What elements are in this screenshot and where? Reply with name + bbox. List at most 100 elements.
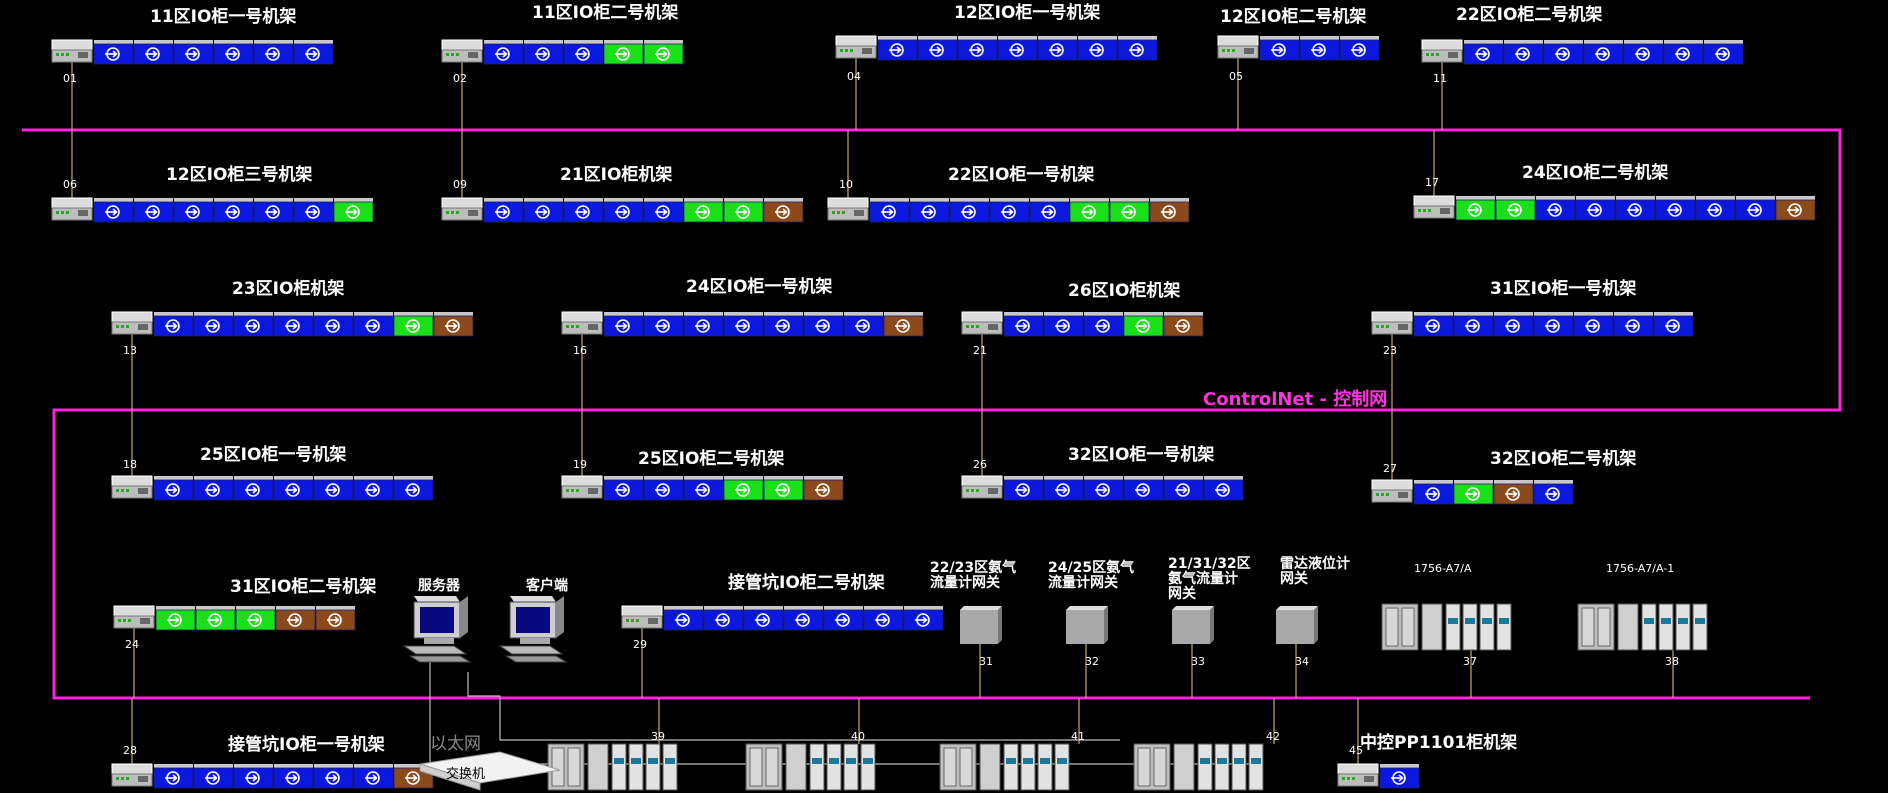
io-module[interactable] bbox=[153, 312, 194, 337]
io-module[interactable] bbox=[1413, 480, 1454, 505]
io-module[interactable] bbox=[803, 476, 844, 501]
io-module[interactable] bbox=[949, 198, 990, 223]
io-module[interactable] bbox=[723, 198, 764, 223]
io-module[interactable] bbox=[1503, 40, 1544, 65]
io-module[interactable] bbox=[483, 40, 524, 65]
plc-chassis[interactable]: 39 bbox=[547, 730, 678, 791]
io-module[interactable] bbox=[1463, 40, 1504, 65]
io-module[interactable] bbox=[957, 36, 998, 61]
io-module[interactable] bbox=[1663, 40, 1704, 65]
plc-chassis[interactable]: 40 bbox=[745, 730, 876, 791]
io-module[interactable] bbox=[843, 312, 884, 337]
io-module[interactable] bbox=[153, 476, 194, 501]
io-module[interactable] bbox=[643, 312, 684, 337]
io-module[interactable] bbox=[1653, 312, 1694, 337]
io-module[interactable] bbox=[1455, 196, 1496, 221]
io-module[interactable] bbox=[313, 476, 354, 501]
io-module[interactable] bbox=[763, 312, 804, 337]
io-module[interactable] bbox=[433, 312, 474, 337]
io-module[interactable] bbox=[1083, 476, 1124, 501]
io-module[interactable] bbox=[1613, 312, 1654, 337]
io-module[interactable] bbox=[235, 606, 276, 631]
io-module[interactable] bbox=[1149, 198, 1190, 223]
io-module[interactable] bbox=[869, 198, 910, 223]
io-module[interactable] bbox=[683, 476, 724, 501]
io-module[interactable] bbox=[1339, 36, 1380, 61]
io-module[interactable] bbox=[1655, 196, 1696, 221]
io-module[interactable] bbox=[743, 606, 784, 631]
io-module[interactable] bbox=[333, 198, 374, 223]
io-module[interactable] bbox=[523, 198, 564, 223]
io-module[interactable] bbox=[273, 476, 314, 501]
io-module[interactable] bbox=[93, 40, 134, 65]
io-module[interactable] bbox=[603, 476, 644, 501]
io-module[interactable] bbox=[1003, 476, 1044, 501]
io-module[interactable] bbox=[353, 476, 394, 501]
io-module[interactable] bbox=[273, 312, 314, 337]
io-module[interactable] bbox=[393, 312, 434, 337]
io-module[interactable] bbox=[193, 764, 234, 789]
io-module[interactable] bbox=[883, 312, 924, 337]
io-module[interactable] bbox=[393, 476, 434, 501]
io-module[interactable] bbox=[1703, 40, 1744, 65]
io-module[interactable] bbox=[1453, 480, 1494, 505]
io-module[interactable] bbox=[1735, 196, 1776, 221]
io-module[interactable] bbox=[1623, 40, 1664, 65]
io-module[interactable] bbox=[603, 198, 644, 223]
io-module[interactable] bbox=[313, 764, 354, 789]
io-module[interactable] bbox=[1493, 480, 1534, 505]
io-module[interactable] bbox=[643, 476, 684, 501]
io-module[interactable] bbox=[353, 312, 394, 337]
io-module[interactable] bbox=[663, 606, 704, 631]
io-module[interactable] bbox=[1203, 476, 1244, 501]
io-module[interactable] bbox=[133, 40, 174, 65]
io-module[interactable] bbox=[1575, 196, 1616, 221]
io-module[interactable] bbox=[903, 606, 944, 631]
server-node[interactable]: 服务器 bbox=[403, 577, 471, 663]
io-module[interactable] bbox=[917, 36, 958, 61]
io-module[interactable] bbox=[233, 764, 274, 789]
io-module[interactable] bbox=[989, 198, 1030, 223]
io-module[interactable] bbox=[233, 312, 274, 337]
io-module[interactable] bbox=[273, 764, 314, 789]
io-module[interactable] bbox=[293, 40, 334, 65]
io-module[interactable] bbox=[1117, 36, 1158, 61]
io-module[interactable] bbox=[723, 476, 764, 501]
io-module[interactable] bbox=[1533, 312, 1574, 337]
io-module[interactable] bbox=[1109, 198, 1150, 223]
io-module[interactable] bbox=[563, 198, 604, 223]
plc-chassis[interactable]: 1756-A7/A-138 bbox=[1577, 562, 1708, 668]
io-module[interactable] bbox=[1029, 198, 1070, 223]
io-module[interactable] bbox=[1123, 476, 1164, 501]
io-module[interactable] bbox=[313, 312, 354, 337]
io-module[interactable] bbox=[683, 198, 724, 223]
io-module[interactable] bbox=[1077, 36, 1118, 61]
io-module[interactable] bbox=[703, 606, 744, 631]
io-module[interactable] bbox=[643, 198, 684, 223]
io-module[interactable] bbox=[1583, 40, 1624, 65]
io-module[interactable] bbox=[393, 764, 434, 789]
io-module[interactable] bbox=[275, 606, 316, 631]
io-module[interactable] bbox=[643, 40, 684, 65]
io-module[interactable] bbox=[1299, 36, 1340, 61]
io-module[interactable] bbox=[1495, 196, 1536, 221]
io-module[interactable] bbox=[195, 606, 236, 631]
io-module[interactable] bbox=[1533, 480, 1574, 505]
